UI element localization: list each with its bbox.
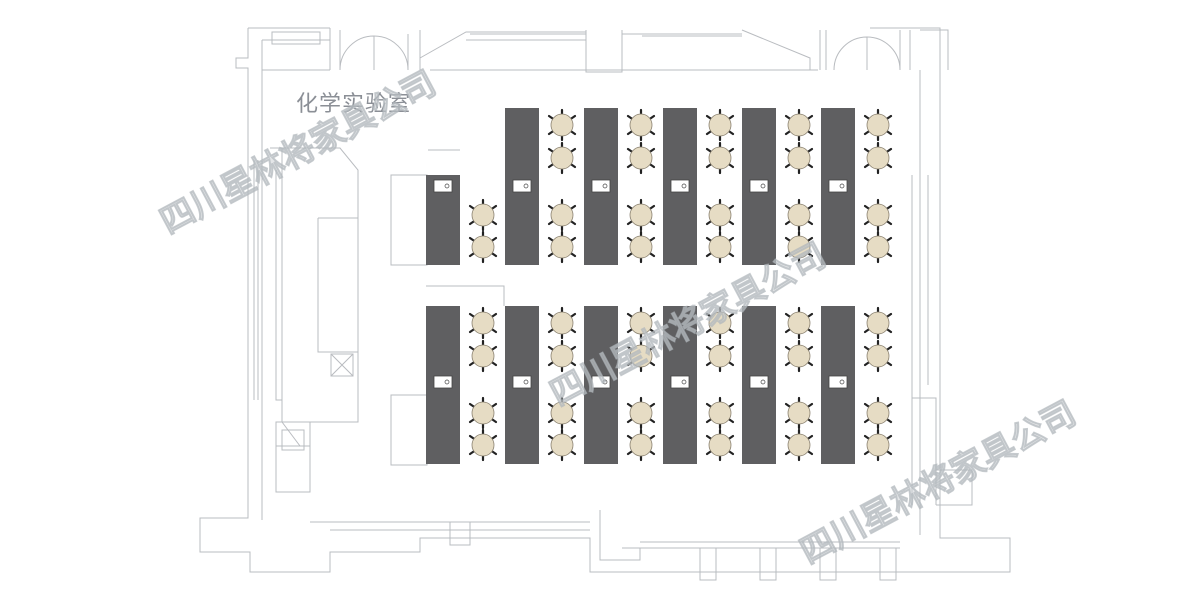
round-stool [705,396,735,430]
lab-stools [468,108,893,462]
round-stool [547,198,577,232]
sink-basin [512,179,532,193]
round-stool [468,230,498,264]
round-stool [626,198,656,232]
sink-basin [512,375,532,389]
round-stool [547,396,577,430]
round-stool [626,306,656,340]
round-stool [705,108,735,142]
round-stool [863,230,893,264]
sink-basin [591,375,611,389]
round-stool [547,428,577,462]
sink-basin [749,375,769,389]
round-stool [784,428,814,462]
round-stool [784,306,814,340]
sink-basin [433,179,453,193]
round-stool [547,141,577,175]
round-stool [626,108,656,142]
lab-bench [584,108,618,265]
lab-bench [663,108,697,265]
round-stool [626,396,656,430]
round-stool [863,141,893,175]
round-stool [784,198,814,232]
round-stool [705,306,735,340]
round-stool [784,396,814,430]
round-stool [705,339,735,373]
round-stool [863,339,893,373]
round-stool [626,141,656,175]
round-stool [863,428,893,462]
round-stool [784,339,814,373]
reagent-shelf-outline [390,174,428,466]
round-stool [468,428,498,462]
round-stool [468,396,498,430]
round-stool [705,428,735,462]
lab-bench [584,306,618,464]
round-stool [468,306,498,340]
round-stool [705,141,735,175]
lab-bench [742,306,776,464]
round-stool [547,339,577,373]
round-stool [547,230,577,264]
lab-bench [821,108,855,265]
lab-bench [426,306,460,464]
round-stool [863,108,893,142]
round-stool [863,396,893,430]
round-stool [547,306,577,340]
round-stool [626,428,656,462]
lab-bench [426,175,460,265]
lab-bench [505,306,539,464]
sink-basin [670,179,690,193]
round-stool [626,230,656,264]
lab-bench [663,306,697,464]
lab-bench [821,306,855,464]
sink-basin [670,375,690,389]
sink-basin [828,375,848,389]
round-stool [705,230,735,264]
round-stool [468,339,498,373]
round-stool [705,198,735,232]
sink-basin [828,179,848,193]
lab-bench [505,108,539,265]
sink-basin [591,179,611,193]
round-stool [863,306,893,340]
round-stool [863,198,893,232]
sink-basin [749,179,769,193]
lab-benches [426,108,855,464]
lab-bench [742,108,776,265]
room-label: 化学实验室 [296,92,412,117]
sink-basin [433,375,453,389]
round-stool [626,339,656,373]
round-stool [784,141,814,175]
room-walls [199,27,1011,581]
round-stool [547,108,577,142]
round-stool [784,108,814,142]
round-stool [468,198,498,232]
round-stool [784,230,814,264]
